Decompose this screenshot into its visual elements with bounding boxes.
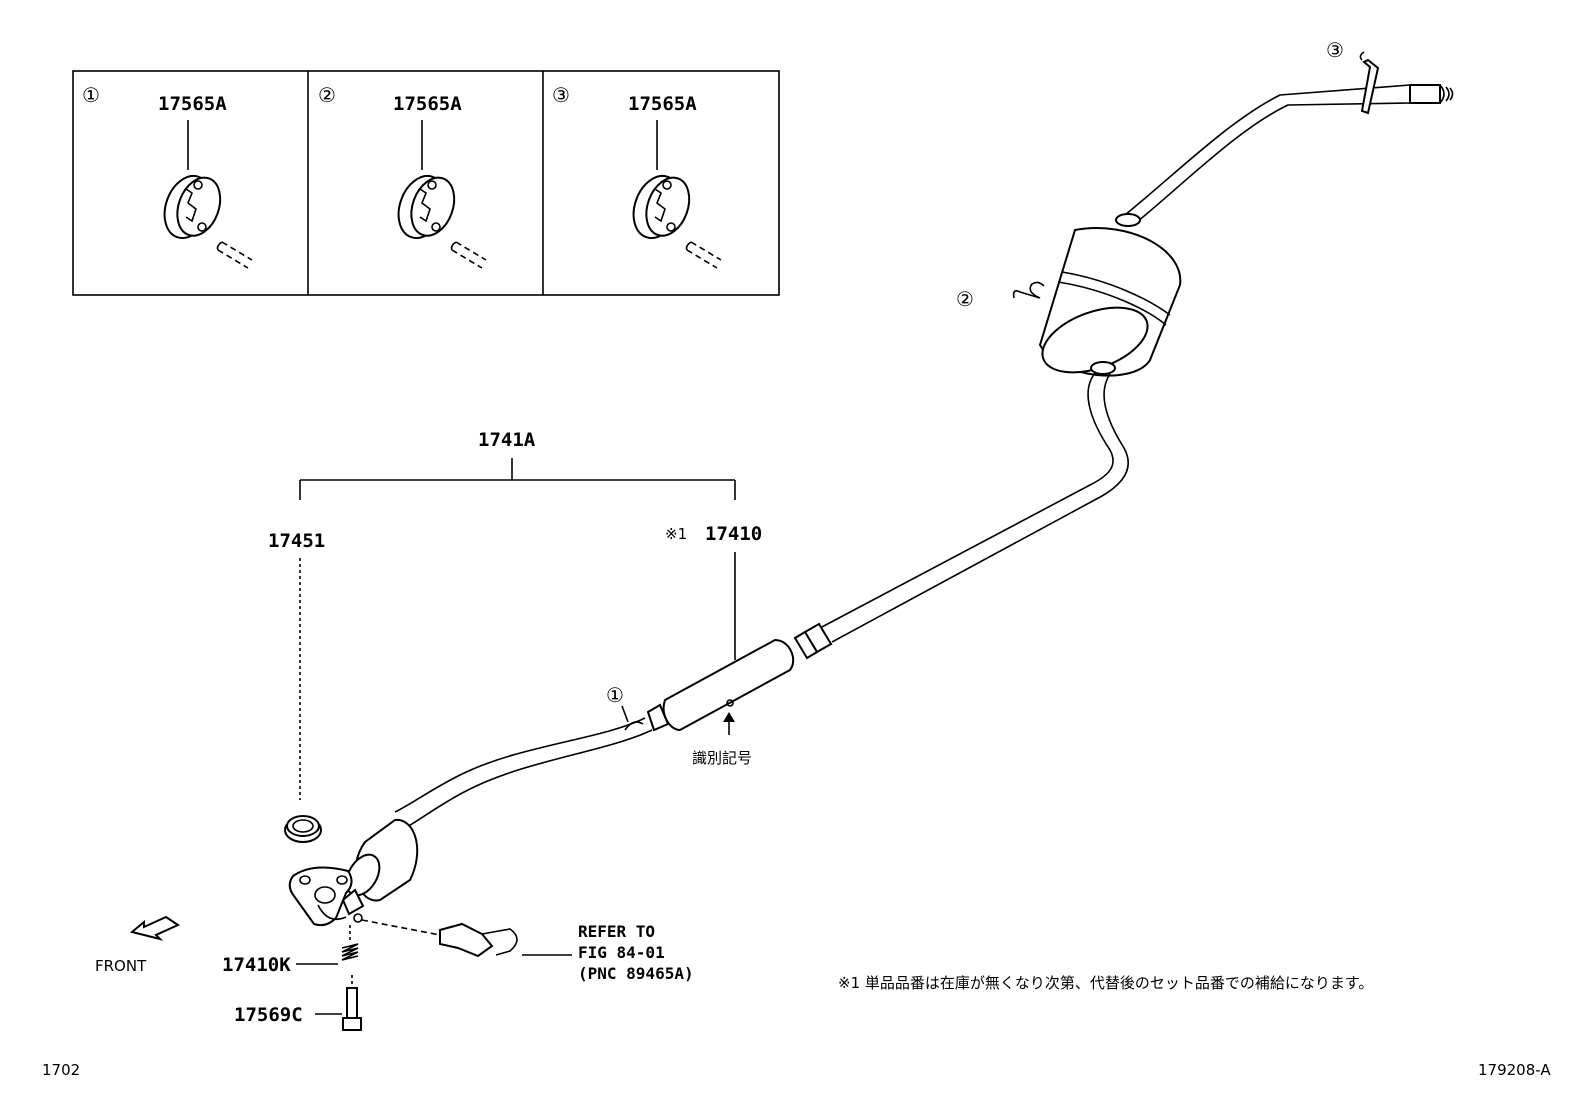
exhaust-flange <box>288 866 353 927</box>
refer-line-3: (PNC 89465A) <box>578 964 694 983</box>
refer-line-1: REFER TO <box>578 922 655 941</box>
intermediate-pipe <box>793 371 1129 660</box>
inset-1-marker: ① <box>82 83 100 107</box>
inset-frame <box>72 70 780 296</box>
inset-2: ② 17565A <box>318 83 487 269</box>
note-mark: ※1 <box>665 525 687 543</box>
assembly-label: 1741A <box>478 429 536 451</box>
muffler <box>1012 213 1182 377</box>
assembly-bracket: 1741A <box>299 429 736 500</box>
front-arrow-icon <box>129 915 181 941</box>
rubber-hanger-icon <box>397 175 456 239</box>
oxygen-sensor <box>353 913 518 958</box>
hanger-bracket-3 <box>1359 51 1380 115</box>
callout-1: ① <box>606 683 624 707</box>
front-label: FRONT <box>95 957 147 975</box>
callout-3: ③ <box>1326 38 1344 62</box>
center-pipe <box>646 638 795 732</box>
bolt-label: 17569C <box>234 1004 303 1026</box>
spring-label: 17410K <box>222 954 291 976</box>
rubber-hanger-icon <box>163 175 222 239</box>
page-code: 1702 <box>42 1061 80 1079</box>
id-mark-arrow <box>723 712 735 735</box>
footnote: ※1 単品品番は在庫が無くなり次第、代替後のセット品番での補給になります。 <box>838 974 1373 992</box>
tail-pipe <box>1124 51 1454 223</box>
hanger-rod-icon <box>216 241 253 269</box>
gasket-label: 17451 <box>268 530 325 552</box>
callout-2: ② <box>956 287 974 311</box>
inset-3: ③ 17565A <box>552 83 722 269</box>
front-pipe <box>394 717 653 829</box>
spring-bolt <box>341 925 362 1031</box>
hanger-rod-icon <box>450 241 487 269</box>
figure-code: 179208-A <box>1478 1061 1551 1079</box>
hanger-rod-icon <box>685 241 722 269</box>
callout-1-leader <box>621 705 629 723</box>
center-pipe-label: 17410 <box>705 523 762 545</box>
inset-2-part-label: 17565A <box>393 93 462 115</box>
gasket-ring <box>284 815 322 843</box>
inset-panel <box>72 70 780 296</box>
inset-1-part-label: 17565A <box>158 93 227 115</box>
catalytic-converter <box>341 818 419 916</box>
inset-3-part-label: 17565A <box>628 93 697 115</box>
rubber-hanger-icon <box>632 175 691 239</box>
inset-3-marker: ③ <box>552 83 570 107</box>
inset-2-marker: ② <box>318 83 336 107</box>
id-mark-label: 識別記号 <box>692 749 752 767</box>
inset-1: ① 17565A <box>82 83 253 269</box>
refer-line-2: FIG 84-01 <box>578 943 665 962</box>
